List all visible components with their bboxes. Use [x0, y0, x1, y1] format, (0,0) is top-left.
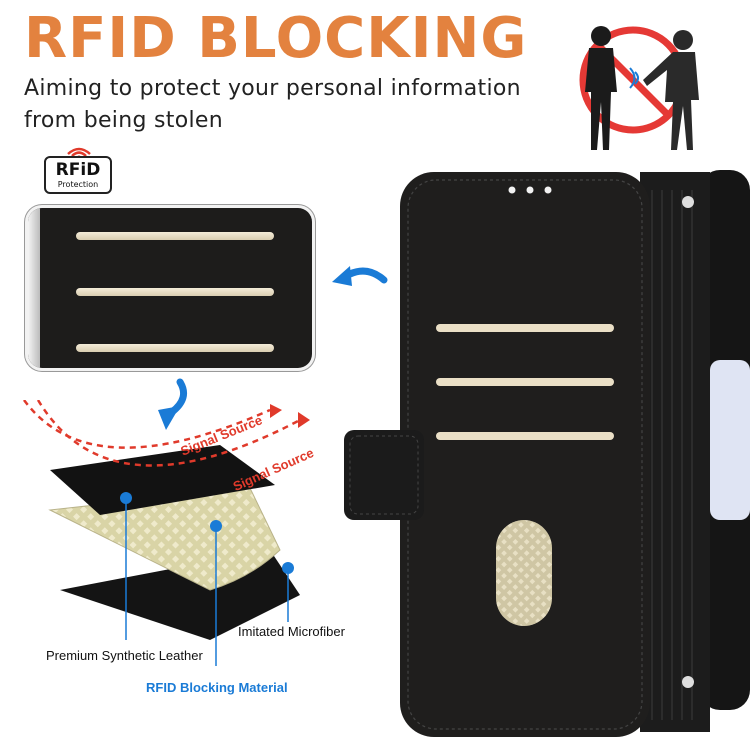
layers-diagram — [22, 400, 310, 666]
card-slot — [76, 344, 274, 352]
card-slot — [76, 232, 274, 240]
rfid-badge-box: RFiD Protection — [44, 156, 112, 194]
card-slots-closeup — [28, 208, 312, 368]
leather-layer — [50, 445, 275, 515]
rfid-badge-word: RFiD — [55, 160, 101, 180]
card-edge — [28, 208, 40, 368]
subtitle-line-1: Aiming to protect your personal informat… — [24, 76, 521, 101]
page-title: RFID BLOCKING — [24, 6, 528, 71]
label-imitated-microfiber: Imitated Microfiber — [238, 624, 345, 639]
curved-arrow-left-icon — [332, 266, 388, 286]
wallet-case — [344, 170, 750, 737]
label-rfid-blocking-material: RFID Blocking Material — [146, 680, 288, 695]
rfid-badge-protection: Protection — [57, 180, 99, 189]
label-premium-synthetic-leather: Premium Synthetic Leather — [46, 648, 203, 663]
card-slot — [76, 288, 274, 296]
no-theft-icon — [579, 26, 699, 150]
subtitle-line-2: from being stolen — [24, 108, 223, 133]
curved-arrow-down-icon — [158, 378, 188, 430]
rfid-protection-badge: RFiD Protection — [40, 140, 114, 196]
